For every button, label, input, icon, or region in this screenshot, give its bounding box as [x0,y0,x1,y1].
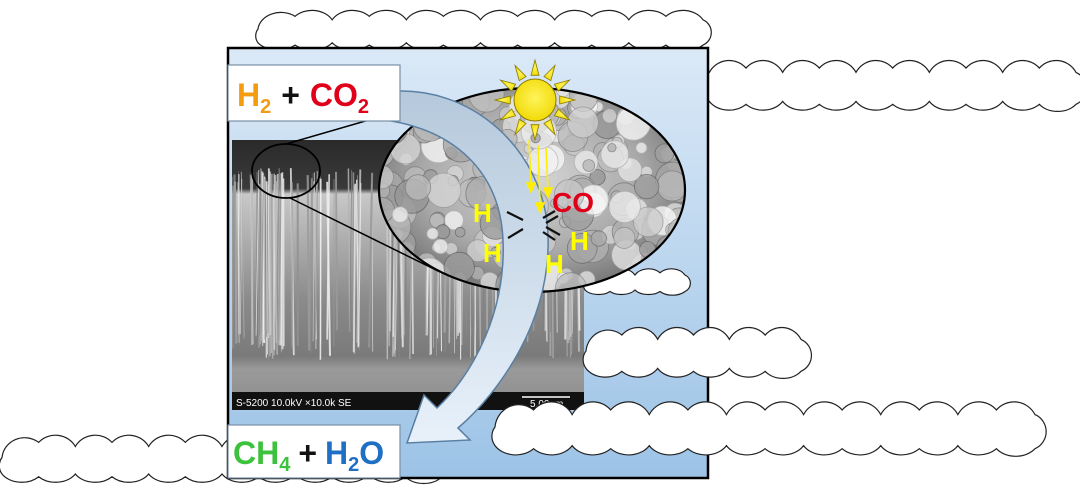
sun-ray [559,95,577,105]
sem-info-label: S-5200 10.0kV ×10.0k SE [236,398,352,409]
panel-border [226,46,710,480]
cloud-icon [632,59,1080,112]
h-atom-left-top: H [473,198,492,228]
molecular-bonds [506,210,561,241]
zoom-line-bottom [289,197,441,273]
reactants-box: H2+CO2 [227,64,401,122]
co2-subscript: 2 [358,96,369,118]
sun-ray [499,108,517,121]
cloud-icon [255,9,712,52]
h-atom-left-bottom: H [483,238,502,268]
sun-ray [543,64,556,82]
products-equation: CH4 +H2O [233,435,384,476]
reactants-equation: H2+CO2 [237,77,369,118]
cloud-icon [582,326,813,379]
h2-symbol: H [237,77,260,113]
sun-ray [553,79,571,92]
sun-ray [499,79,517,92]
h-atom-right-top: H [570,226,589,256]
sun-ray [530,58,540,76]
ch4-subscript: 4 [279,454,291,476]
sun-ray [553,108,571,121]
reaction-arrow-icon [384,90,549,444]
reactants-plus: + [281,77,300,113]
sun-ray [543,118,556,136]
sun-ray [493,95,511,105]
h2-subscript: 2 [260,96,271,118]
co-molecule-label: CO [552,187,594,218]
zoom-molecule-labels: H H CO H H [473,187,594,279]
cloud-icon [491,401,1047,457]
sun-ray [514,64,527,82]
h2o-o-symbol: O [359,435,384,471]
co2-symbol: CO [310,77,358,113]
light-rays [525,139,554,214]
sun-icon [493,58,577,142]
h-atom-right-bottom: H [545,249,564,279]
products-box: CH4 +H2O [227,424,401,479]
h2o-subscript: 2 [348,454,359,476]
h2o-h-symbol: H [325,435,348,471]
sun-ray [530,124,540,142]
products-plus: + [298,435,317,471]
sun-ray [514,118,527,136]
foreground-clouds [491,268,1047,457]
ch4-symbol: CH [233,435,279,471]
